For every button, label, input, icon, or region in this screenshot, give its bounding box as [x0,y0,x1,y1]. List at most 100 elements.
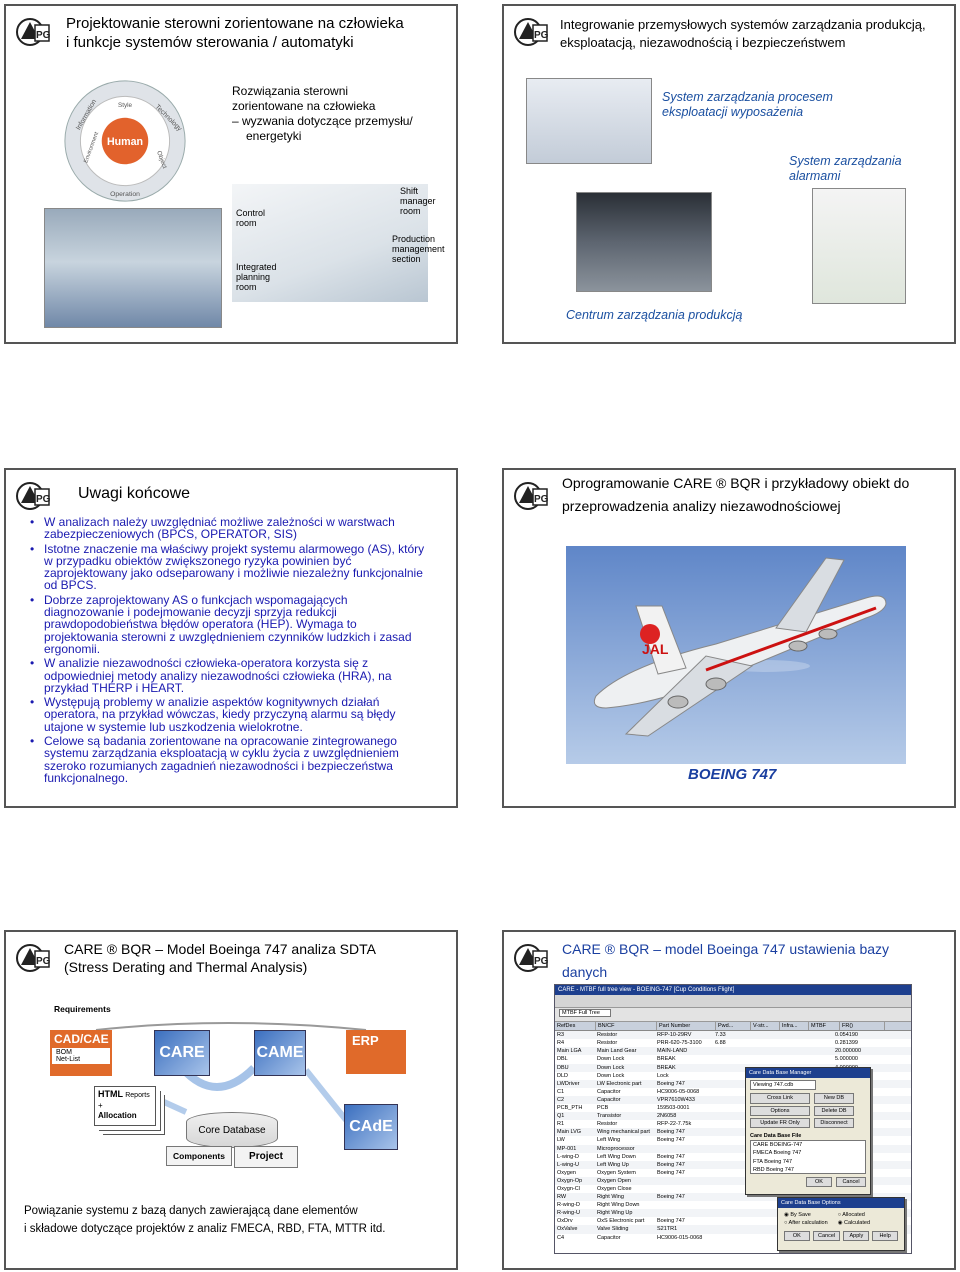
table-cell [713,1153,747,1161]
db-list-item[interactable]: RBD Boeing 747 [753,1166,794,1173]
options-button[interactable]: Options [750,1105,810,1116]
wheel-center-label: Human [107,136,143,148]
plan-label-shift-manager: Shift manager room [400,186,436,216]
options-ok-button[interactable]: OK [784,1230,810,1241]
table-cell [803,1047,833,1055]
table-cell [713,1080,747,1088]
table-cell: Main LGA [557,1048,582,1055]
update-fr-button[interactable]: Update FR Only [750,1117,810,1129]
cad-cae-label: CAD/CAE [54,1032,109,1046]
db-list-item[interactable]: FTA Boeing 747 [753,1158,793,1165]
db-list-item[interactable]: CARE BOEING-747 [753,1142,803,1149]
table-cell: 6.88 [715,1040,726,1047]
table-cell: Boeing 747 [657,1137,685,1144]
table-cell: Boeing 747 [657,1194,685,1201]
pg-logo-icon: PG [514,944,549,972]
new-db-button[interactable]: New DB [814,1093,854,1104]
table-cell [747,1031,775,1039]
remark-item: Istotne znaczenie ma właściwy projekt sy… [28,542,428,592]
table-cell: Boeing 747 [657,1218,685,1225]
db-file-label: Care Data Base File [750,1133,802,1140]
options-cancel-button[interactable]: Cancel [812,1230,841,1241]
option-calculated[interactable]: ◉ Calculated [837,1220,871,1227]
table-cell [747,1234,775,1242]
svg-text:PG: PG [36,30,51,41]
table-cell: MAIN-LAND [657,1048,688,1055]
table-cell: OxS Electronic part [597,1218,645,1225]
column-header[interactable]: V-str... [751,1022,780,1031]
db-options-dialog: Care Data Base Options ◉ By Save ○ After… [777,1197,905,1251]
option-after-calculation[interactable]: ○ After calculation [784,1220,828,1227]
column-header[interactable]: Pwd... [716,1022,751,1031]
cancel-button[interactable]: Cancel [836,1177,866,1188]
table-cell: L-wing-U [557,1161,580,1168]
column-header[interactable]: BN/CF [596,1022,657,1031]
came-module-box: CAME [254,1030,306,1076]
table-cell: R1 [557,1121,565,1128]
disconnect-button[interactable]: Disconnect [814,1117,854,1129]
ok-button[interactable]: OK [806,1177,832,1188]
table-cell: 7.33 [715,1032,726,1039]
care-label: CARE [159,1044,205,1061]
alarm-system-screenshot [812,188,906,304]
plan-label-control-room: Control room [236,208,266,228]
table-cell: HC9006-015-0068 [657,1234,703,1241]
table-cell: Lock [657,1072,669,1079]
tail-text: JAL [642,641,669,657]
delete-db-button[interactable]: Delete DB [814,1105,854,1116]
column-header[interactable]: MTBF [809,1022,840,1031]
option-allocated[interactable]: ○ Allocated [837,1212,865,1219]
table-cell: Boeing 747 [657,1153,685,1160]
table-cell: Resistor [597,1032,618,1039]
table-cell [713,1234,747,1242]
reports-label: Reports [125,1092,150,1099]
table-cell: HC9006-05-0068 [657,1088,700,1095]
production-center-photo [576,192,712,292]
requirements-label: Requirements [54,1004,111,1014]
table-cell [713,1193,747,1201]
remark-item: Dobrze zaprojektowany AS o funkcjach wsp… [28,594,428,656]
table-cell [713,1128,747,1136]
slide6-title: CARE ® BQR – model Boeinga 747 ustawieni… [562,941,890,980]
window-toolbar [555,995,911,1008]
pg-logo-icon: PG [16,944,51,972]
db-manager-dialog: Care Data Base Manager Viewing 747.cdb C… [745,1067,871,1195]
column-header[interactable]: FR() [840,1022,885,1031]
db-file-field[interactable]: Viewing 747.cdb [750,1080,816,1091]
table-cell: Wing mechanical part [597,1129,650,1136]
options-help-button[interactable]: Help [872,1230,898,1241]
option-by-save[interactable]: ◉ By Save [784,1212,811,1219]
table-cell: R-wing-U [557,1210,580,1217]
tree-selector[interactable]: MTBF Full Tree [555,1008,911,1022]
db-list-item[interactable]: FMECA Boeing 747 [753,1150,802,1157]
column-header[interactable]: Part Number [657,1022,716,1031]
table-cell [803,1031,833,1039]
table-cell: C1 [557,1088,565,1095]
table-cell [713,1072,747,1080]
table-cell: R4 [557,1040,565,1047]
table-cell: Left Wing Up [597,1161,629,1168]
table-cell: Resistor [597,1040,618,1047]
table-cell [713,1185,747,1193]
table-cell [713,1209,747,1217]
table-cell [713,1225,747,1233]
column-header[interactable]: Infra... [780,1022,809,1031]
column-header[interactable]: RefDes [555,1022,596,1031]
tree-selector-label: MTBF Full Tree [559,1009,611,1017]
table-cell: C2 [557,1096,565,1103]
table-cell: Boeing 747 [657,1080,685,1087]
table-cell [747,1039,775,1047]
remark-item: W analizach należy uwzględniać możliwe z… [28,516,428,541]
options-apply-button[interactable]: Apply [843,1230,870,1241]
table-cell: 0.281399 [835,1040,858,1047]
table-cell [713,1217,747,1225]
table-cell: S21TR1 [657,1226,678,1233]
table-cell: Down Lock [597,1072,625,1079]
cross-link-button[interactable]: Cross Link [750,1093,810,1104]
